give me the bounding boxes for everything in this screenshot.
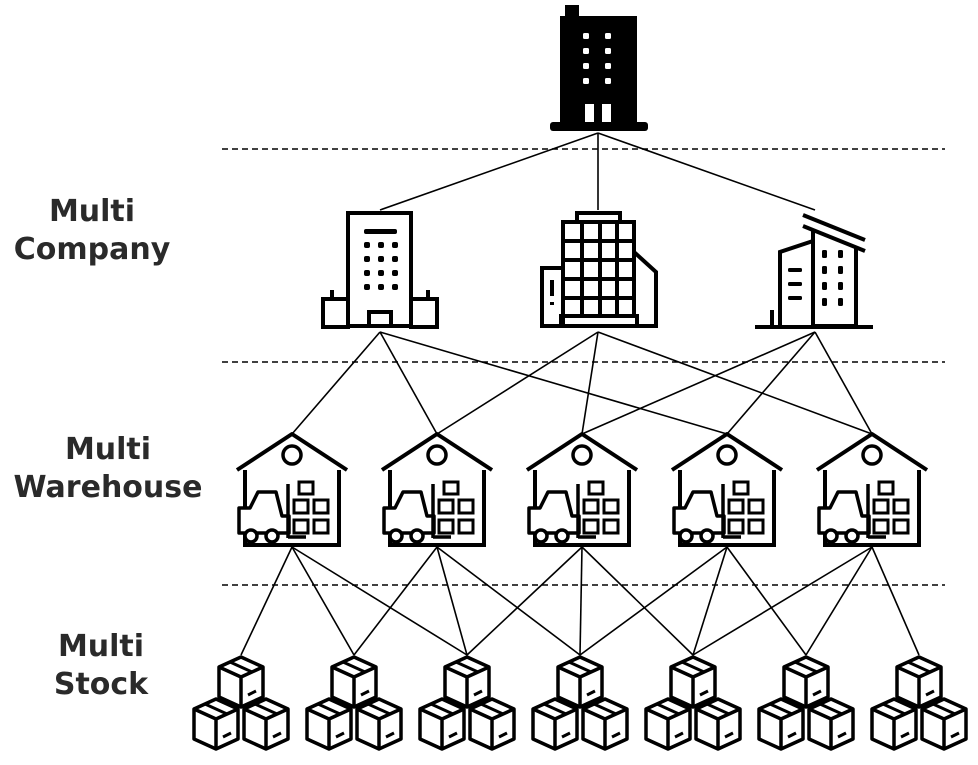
office-building-icon <box>755 213 873 329</box>
stacked-boxes-icon <box>646 657 740 749</box>
level-separators <box>222 148 945 586</box>
warehouse-forklift-icon <box>670 432 784 547</box>
company-label-line1: Multi <box>48 194 136 229</box>
warehouse-label-line2: Warehouse <box>13 470 203 505</box>
warehouse-forklift-icon <box>235 432 349 547</box>
warehouse-label-line1: Multi <box>64 432 152 467</box>
stock-label-line2: Stock <box>53 667 149 702</box>
stacked-boxes-icon <box>533 657 627 749</box>
company-level <box>321 211 873 329</box>
connections <box>240 132 920 656</box>
stock-label-line1: Multi <box>57 629 145 664</box>
stacked-boxes-icon <box>759 657 853 749</box>
company-label-line2: Company <box>13 232 171 267</box>
office-building-icon <box>540 211 658 328</box>
stacked-boxes-icon <box>194 657 288 749</box>
stacked-boxes-icon <box>872 657 966 749</box>
warehouse-forklift-icon <box>525 432 639 547</box>
stock-level <box>194 657 966 749</box>
headquarters-building-icon <box>550 5 648 131</box>
warehouse-forklift-icon <box>815 432 929 547</box>
office-building-icon <box>321 211 439 329</box>
warehouse-forklift-icon <box>380 432 494 547</box>
warehouse-level <box>235 432 929 547</box>
stacked-boxes-icon <box>420 657 514 749</box>
company-level-label: Multi Company <box>0 193 192 269</box>
stock-level-label: Multi Stock <box>1 628 201 704</box>
stacked-boxes-icon <box>307 657 401 749</box>
warehouse-level-label: Multi Warehouse <box>8 431 208 507</box>
